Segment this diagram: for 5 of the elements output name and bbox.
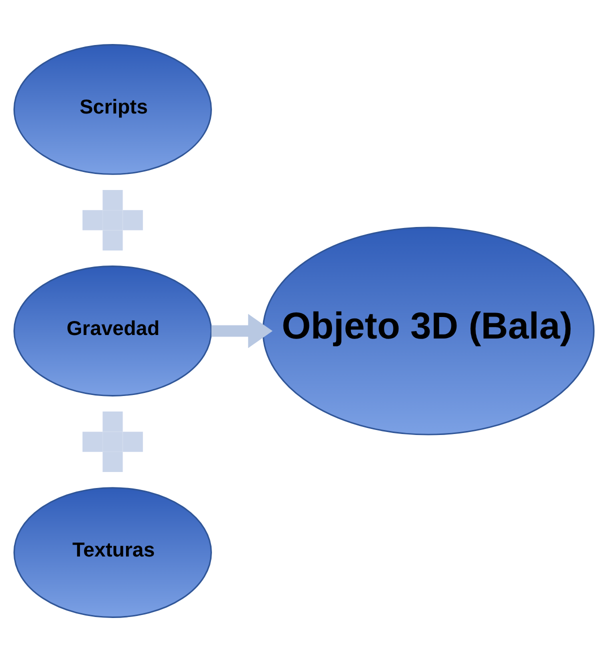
node-ellipse: Gravedad bbox=[13, 265, 212, 396]
node-ellipse: Scripts bbox=[13, 44, 212, 174]
node-ellipse: Texturas bbox=[13, 486, 212, 618]
arrow bbox=[211, 313, 273, 348]
node-ellipse: Objeto 3D (Bala) bbox=[262, 226, 595, 435]
